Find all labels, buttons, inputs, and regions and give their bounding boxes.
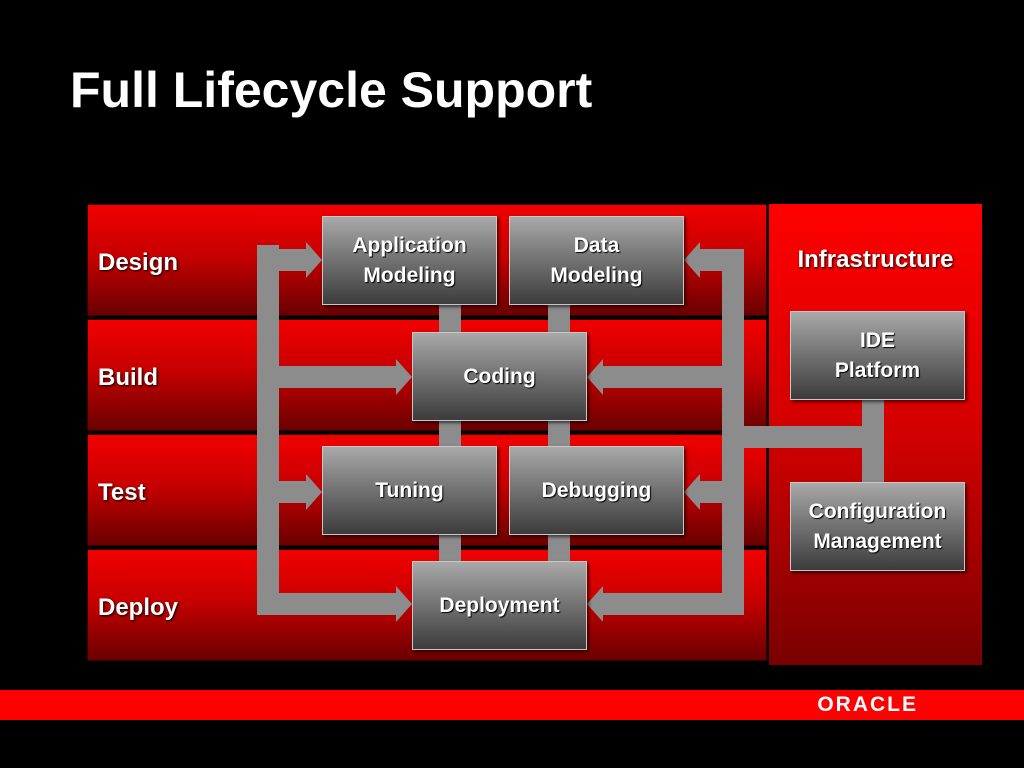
arrowhead-to-coding-left (396, 359, 412, 395)
stub-coding-to-tuning (439, 420, 461, 448)
arrowhead-to-tuning (306, 474, 322, 510)
arrow-to-deployment-left (279, 593, 396, 615)
arrow-to-deployment-right (603, 593, 722, 615)
band-label-deploy: Deploy (98, 594, 179, 621)
arrowhead-to-data-modeling (684, 242, 700, 278)
ide-platform-box: IDE Platform (790, 311, 965, 400)
arrowhead-to-application-modeling (306, 242, 322, 278)
infrastructure-vertical-connector (862, 398, 884, 484)
arrow-to-application-modeling (279, 249, 306, 271)
infrastructure-title: Infrastructure (797, 246, 954, 273)
stub-debugging-to-deployment (548, 534, 570, 562)
debugging-box: Debugging (509, 446, 684, 535)
oracle-logo: ORACLE (817, 693, 918, 716)
slide-title: Full Lifecycle Support (70, 62, 593, 118)
data-modeling-label: Data Modeling (550, 233, 643, 287)
stub-tuning-to-deployment (439, 534, 461, 562)
footer-bar: ORACLE (0, 690, 1024, 720)
data-modeling-box: Data Modeling (509, 216, 684, 305)
tuning-box: Tuning (322, 446, 497, 535)
stub-app-to-coding (439, 304, 461, 334)
arrowhead-to-deployment-left (396, 586, 412, 622)
arrow-to-data-modeling (700, 249, 722, 271)
arrow-to-debugging (700, 481, 722, 503)
infrastructure-horizontal-connector (744, 426, 884, 448)
right-vertical-connector (722, 249, 744, 615)
application-modeling-label: Application Modeling (352, 233, 467, 287)
arrowhead-to-debugging (684, 474, 700, 510)
configuration-management-label: Configuration Management (808, 499, 947, 553)
arrow-to-tuning (279, 481, 306, 503)
deployment-label: Deployment (439, 593, 560, 617)
arrowhead-to-coding-right (587, 359, 603, 395)
arrow-to-coding-left (279, 366, 396, 388)
configuration-management-box: Configuration Management (790, 482, 965, 571)
stub-coding-to-debugging (548, 420, 570, 448)
coding-box: Coding (412, 332, 587, 421)
ide-platform-label: IDE Platform (834, 328, 921, 382)
stub-data-to-coding (548, 304, 570, 334)
application-modeling-box: Application Modeling (322, 216, 497, 305)
arrowhead-to-deployment-right (587, 586, 603, 622)
deployment-box: Deployment (412, 561, 587, 650)
coding-label: Coding (463, 364, 536, 388)
tuning-label: Tuning (375, 478, 444, 502)
left-vertical-connector (257, 245, 279, 615)
band-label-test: Test (98, 479, 146, 506)
arrow-to-coding-right (603, 366, 722, 388)
band-label-design: Design (98, 249, 179, 276)
band-label-build: Build (98, 364, 158, 391)
debugging-label: Debugging (541, 478, 652, 502)
